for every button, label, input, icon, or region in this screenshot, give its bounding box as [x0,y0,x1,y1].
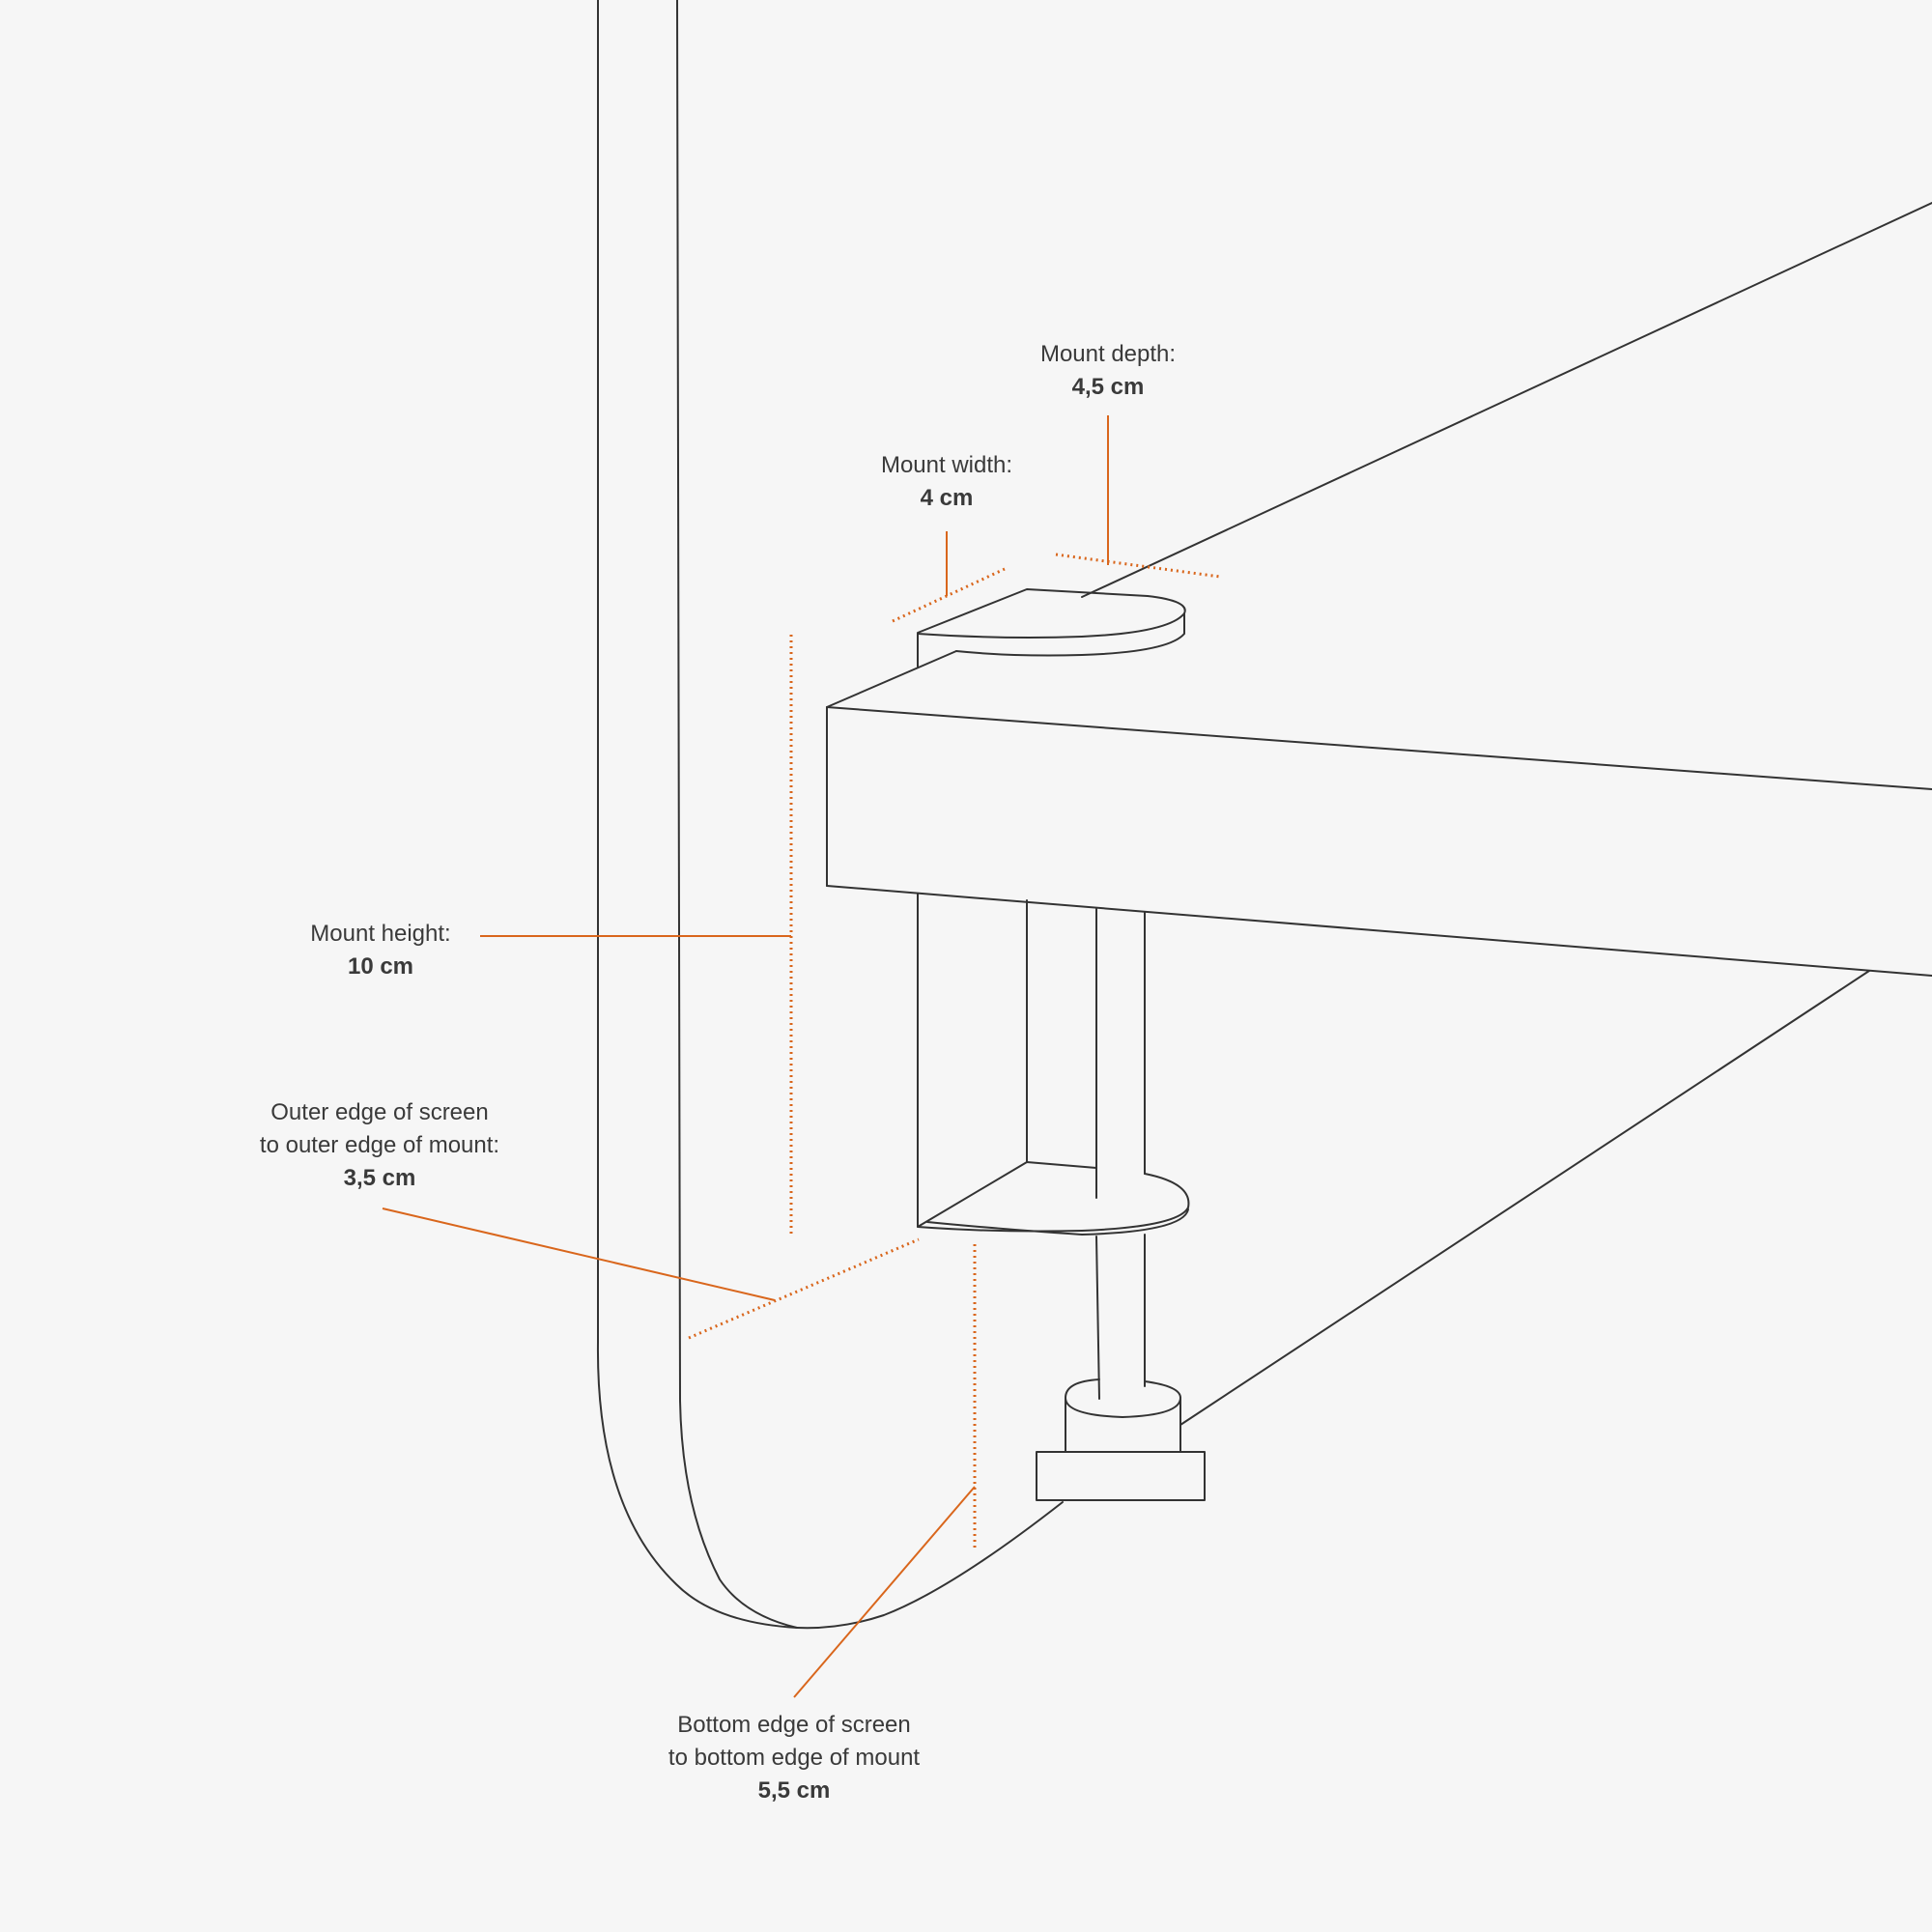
screen-inner-edge [676,0,798,1629]
mount-height-caption: Mount height: [310,921,451,947]
desk-top-edge [826,706,1932,790]
screen-back-line [1081,202,1932,598]
bottom-edge-caption-line1: Bottom edge of screen [677,1712,911,1738]
desk [826,650,1932,1426]
mount-width-caption: Mount width: [880,452,1013,478]
desk-bottom-edge [826,885,1932,977]
top-plate-side [955,612,1185,657]
screen-outline [596,0,1932,1630]
mount-width-label: Mount width: 4 cm [881,449,1012,515]
bottom-plate [917,1161,1190,1233]
bottom-edge-caption-line2: to bottom edge of mount [668,1745,921,1771]
outer-edge-leader [382,1208,776,1301]
outer-edge-label: Outer edge of screen to outer edge of mo… [260,1096,499,1195]
knob-top [1065,1378,1181,1418]
screw-shaft-left [1095,1236,1100,1400]
desk-underside-line [1179,970,1870,1426]
bottom-plate-rim [926,1208,1189,1236]
desk-left-top [826,650,957,708]
knob-base [1036,1451,1206,1501]
bottom-edge-label: Bottom edge of screen to bottom edge of … [668,1709,920,1807]
outer-edge-caption-line1: Outer edge of screen [270,1099,489,1125]
outer-edge-caption-line2: to outer edge of mount: [259,1132,500,1158]
screen-outer-edge [596,0,1064,1630]
bottom-edge-value: 5,5 cm [757,1777,831,1804]
dimension-lines [382,415,1221,1698]
mount-depth-label: Mount depth: 4,5 cm [1040,338,1176,404]
clamp-mount [917,588,1206,1501]
mount-depth-caption: Mount depth: [1039,341,1177,367]
outer-edge-measure [688,1237,920,1340]
mount-height-label: Mount height: 10 cm [310,918,450,983]
mount-depth-measure [1055,553,1221,579]
top-plate-top [917,588,1186,639]
knob-sides [1065,1397,1181,1453]
outer-edge-value: 3,5 cm [343,1165,416,1191]
mount-width-measure [892,567,1006,623]
mount-width-value: 4 cm [920,485,974,511]
mount-depth-value: 4,5 cm [1071,374,1145,400]
bottom-edge-leader [793,1486,976,1698]
mount-height-value: 10 cm [347,953,414,980]
